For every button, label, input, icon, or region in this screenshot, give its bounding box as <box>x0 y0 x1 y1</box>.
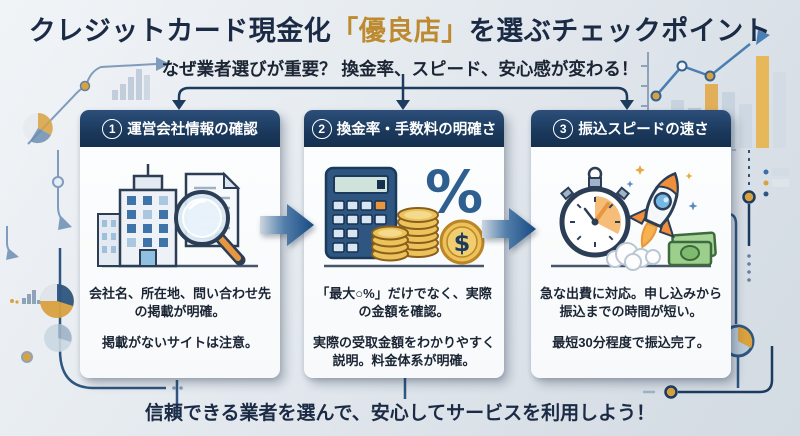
gold-node-dot <box>21 351 33 363</box>
card2-header: 2 換金率・手数料の明確さ <box>304 110 504 147</box>
card3-line-1: 急な出費に対応。申し込みから振込までの時間が短い。 <box>540 286 723 320</box>
coin-stack-icon <box>371 207 439 262</box>
building-document-magnifier-icon <box>97 164 258 268</box>
magnifier-icon <box>174 190 246 266</box>
left-flow-line <box>6 57 170 260</box>
card2-number-badge: 2 <box>311 118 332 139</box>
flow-arrow-2-icon <box>482 208 536 250</box>
checkpoint-card-2: 2 換金率・手数料の明確さ % <box>304 110 504 378</box>
card2-heading: 換金率・手数料の明確さ <box>336 122 497 138</box>
pie-chart-icon-blue <box>44 324 72 352</box>
card1-heading: 運営会社情報の確認 <box>127 122 258 138</box>
checkpoint-card-3: 3 振込スピードの速さ <box>531 110 731 378</box>
money-icon <box>667 231 717 267</box>
bottom-right-connector <box>643 346 774 399</box>
card1-header: 1 運営会社情報の確認 <box>80 110 280 147</box>
stopwatch-rocket-money-icon <box>551 165 717 271</box>
page-subtitle: なぜ業者選びが重要？ 換金率、スピード、安心感が変わる！ <box>161 59 639 79</box>
card3-header: 3 振込スピードの速さ <box>531 110 731 147</box>
building-icon <box>97 164 178 268</box>
rocket-icon <box>627 171 679 249</box>
checkpoint-card-1: 1 運営会社情報の確認 <box>80 110 280 378</box>
card2-line-1: 「最大○%」だけでなく、実際の金額を確認。 <box>316 286 492 320</box>
dollar-symbol: $ <box>454 229 471 257</box>
pie-chart-icon-gold <box>40 284 74 318</box>
footer-message: 信頼できる業者を選んで、安心してサービスを利用しよう！ <box>144 403 656 424</box>
bracket-arrowheads <box>172 100 634 110</box>
card2-line-2: 実際の受取金額をわかりやすく説明。料金体系が明確。 <box>313 334 496 369</box>
stopwatch-icon <box>559 166 631 258</box>
card3-number-badge: 3 <box>553 118 574 139</box>
card1-line-2: 掲載がないサイトは注意。 <box>101 334 258 350</box>
title-highlight: 「優良店」 <box>331 16 469 46</box>
dollar-coin-icon: $ <box>439 219 485 265</box>
flow-arrow-1-icon <box>260 204 314 246</box>
card3-line-2: 最短30分程度で振込完了。 <box>552 334 710 350</box>
card2-illustration: % <box>304 147 504 280</box>
title-pre: クレジットカード現金化 <box>28 16 332 46</box>
card1-body: 会社名、所在地、問い合わせ先の掲載が明確。 掲載がないサイトは注意。 <box>80 280 280 378</box>
card3-body: 急な出費に対応。申し込みから振込までの時間が短い。 最短30分程度で振込完了。 <box>531 280 731 378</box>
card1-illustration <box>80 147 280 280</box>
card1-number-badge: 1 <box>102 118 123 139</box>
mini-bar-chart-icon <box>112 69 150 100</box>
card3-illustration <box>531 147 731 280</box>
sparkle-icons <box>626 165 698 211</box>
card3-heading: 振込スピードの速さ <box>578 122 709 138</box>
page-title: クレジットカード現金化「優良店」を選ぶチェックポイント <box>0 9 800 48</box>
mini-legend-icon <box>763 168 789 197</box>
card2-body: 「最大○%」だけでなく、実際の金額を確認。 実際の受取金額をわかりやすく説明。料… <box>304 280 504 381</box>
calculator-coins-percent-icon: % <box>324 158 485 268</box>
bracket-connector <box>177 74 629 101</box>
smoke-cloud-icon <box>606 242 661 271</box>
title-post: を選ぶチェックポイント <box>468 16 772 46</box>
card1-line-1: 会社名、所在地、問い合わせ先の掲載が明確。 <box>89 286 272 320</box>
mini-dots-bars-icon <box>10 290 41 304</box>
pie-chart-icon <box>23 113 53 144</box>
